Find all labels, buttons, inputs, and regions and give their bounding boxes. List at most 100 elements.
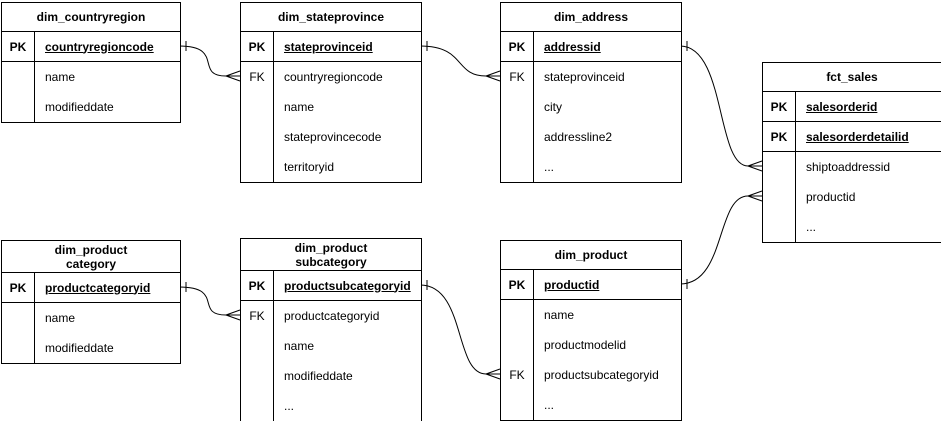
cardinality-marks [185, 282, 241, 321]
key-badge [501, 390, 534, 420]
relationship-dim_product_subcategory-dim_product[interactable] [419, 280, 501, 380]
key-badge [501, 152, 534, 182]
column-name: modifieddate [45, 100, 114, 114]
column-row: addressline2 [501, 122, 681, 152]
column-row: modifieddate [2, 333, 180, 363]
key-badge [241, 92, 274, 122]
column-row: name [241, 92, 421, 122]
cardinality-marks [426, 280, 501, 380]
column-name: productmodelid [544, 338, 627, 352]
key-badge: PK [2, 273, 35, 302]
column-name: productid [544, 277, 600, 292]
key-badge: PK [501, 32, 534, 61]
column-name: addressline2 [544, 130, 613, 144]
column-name: stateprovincecode [284, 130, 382, 144]
relationship-dim_product_category-dim_product_subcategory[interactable] [178, 282, 241, 321]
column-name: ... [806, 220, 817, 234]
column-row: productmodelid [501, 330, 681, 360]
table-title: dim_product category [2, 241, 180, 273]
column-name: salesorderdetailid [806, 129, 909, 144]
column-name: modifieddate [284, 369, 353, 383]
column-row: shiptoaddressid [763, 152, 941, 182]
column-row: PK salesorderdetailid [763, 122, 941, 152]
cardinality-marks [686, 190, 763, 289]
column-row: PK salesorderid [763, 92, 941, 122]
column-row: name [2, 62, 180, 92]
table-title: dim_address [501, 3, 681, 32]
column-name: modifieddate [45, 341, 114, 355]
column-name: name [284, 339, 315, 353]
relationship-line[interactable] [178, 286, 227, 316]
column-name: name [45, 70, 76, 84]
key-badge [2, 92, 35, 122]
key-badge: PK [501, 270, 534, 299]
key-badge [501, 330, 534, 360]
column-name: territoryid [284, 160, 335, 174]
column-row: modifieddate [2, 92, 180, 122]
column-name: name [45, 311, 76, 325]
column-name: productsubcategoryid [284, 278, 411, 293]
key-badge [763, 182, 796, 212]
column-row: name [2, 303, 180, 333]
relationship-dim_countryregion-dim_stateprovince[interactable] [178, 41, 241, 82]
relationship-line[interactable] [178, 45, 227, 77]
key-badge [241, 391, 274, 421]
table-title: fct_sales [763, 63, 941, 92]
relationship-dim_product-fct_sales[interactable] [679, 190, 763, 289]
column-name: addressid [544, 39, 601, 54]
column-name: salesorderid [806, 99, 878, 114]
key-badge [2, 333, 35, 363]
column-row: name [241, 331, 421, 361]
column-name: ... [544, 160, 555, 174]
key-badge: FK [501, 62, 534, 92]
key-badge [241, 152, 274, 182]
table-title: dim_product subcategory [241, 239, 421, 271]
relationship-line[interactable] [419, 284, 487, 375]
key-badge: PK [763, 122, 796, 151]
key-badge: PK [241, 32, 274, 61]
key-badge: FK [241, 301, 274, 331]
column-row: ... [501, 152, 681, 182]
key-badge: PK [763, 92, 796, 121]
column-row: PK addressid [501, 32, 681, 62]
relationship-dim_address-fct_sales[interactable] [679, 41, 763, 172]
relationship-dim_stateprovince-dim_address[interactable] [419, 41, 501, 82]
column-name: name [284, 100, 315, 114]
relationship-line[interactable] [679, 195, 749, 285]
column-row: modifieddate [241, 361, 421, 391]
table-title: dim_stateprovince [241, 3, 421, 32]
column-name: productid [806, 190, 856, 204]
column-row: ... [241, 391, 421, 421]
cardinality-marks [185, 41, 241, 82]
column-name: productsubcategoryid [544, 368, 659, 382]
cardinality-marks [686, 41, 763, 172]
cardinality-marks [426, 41, 501, 82]
key-badge [241, 331, 274, 361]
relationship-line[interactable] [419, 45, 487, 77]
column-row: territoryid [241, 152, 421, 182]
column-name: stateprovinceid [544, 70, 625, 84]
column-row: ... [501, 390, 681, 420]
column-name: ... [284, 399, 295, 413]
key-badge [2, 303, 35, 333]
column-name: shiptoaddressid [806, 160, 891, 174]
relationship-line[interactable] [679, 45, 749, 167]
key-badge [501, 300, 534, 330]
key-badge [2, 62, 35, 92]
column-row: stateprovincecode [241, 122, 421, 152]
